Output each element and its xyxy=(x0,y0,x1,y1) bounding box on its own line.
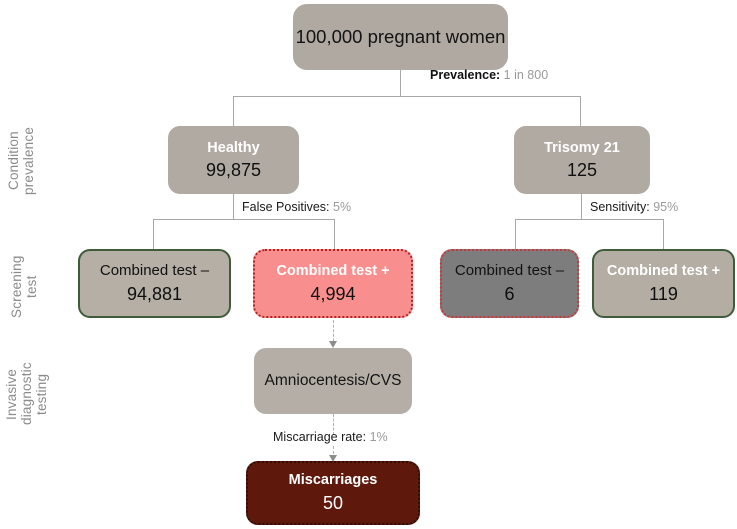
connector-to-fp-negative xyxy=(153,219,154,249)
connector-amnio-to-miscarriages-upper xyxy=(333,414,334,435)
node-trisomy21-test-negative-value: 6 xyxy=(504,284,515,304)
node-healthy-test-negative-value: 94,881 xyxy=(126,284,183,304)
node-trisomy21-value: 125 xyxy=(566,159,598,180)
node-trisomy21[interactable]: Trisomy 21 125 xyxy=(514,126,650,194)
stage-label-invasive-testing: Invasive diagnostic testing xyxy=(4,362,49,426)
connector-to-t21-positive xyxy=(663,219,664,249)
node-trisomy21-test-negative[interactable]: Combined test – 6 xyxy=(440,249,579,318)
node-trisomy21-test-positive[interactable]: Combined test + 119 xyxy=(592,249,735,318)
connector-healthy-stem xyxy=(233,194,234,220)
node-trisomy21-title: Trisomy 21 xyxy=(544,139,620,156)
node-healthy-title: Healthy xyxy=(207,139,260,156)
node-healthy-test-positive[interactable]: Combined test + 4,994 xyxy=(253,249,413,318)
node-healthy-test-positive-title: Combined test + xyxy=(276,262,390,279)
stage-label-screening-test: Screening test xyxy=(9,255,39,319)
connector-positive-to-amnio xyxy=(333,320,334,346)
node-miscarriages-value: 50 xyxy=(322,493,344,513)
edge-caption-false-positives-key: False Positives: xyxy=(242,200,330,214)
connector-trisomy21-stem xyxy=(581,194,582,220)
arrowhead-amnio-icon xyxy=(329,341,337,348)
node-trisomy21-test-positive-title: Combined test + xyxy=(606,262,721,279)
node-cohort-title: 100,000 pregnant women xyxy=(295,26,506,47)
node-healthy-value: 99,875 xyxy=(205,159,262,180)
node-miscarriages-title: Miscarriages xyxy=(288,472,378,488)
edge-caption-sensitivity-key: Sensitivity: xyxy=(590,200,650,214)
connector-amnio-to-miscarriages-lower xyxy=(333,446,334,459)
edge-caption-prevalence-value: 1 in 800 xyxy=(503,68,549,82)
edge-caption-miscarriage-rate-key: Miscarriage rate: xyxy=(273,430,367,444)
node-amniocentesis[interactable]: Amniocentesis/CVS xyxy=(254,348,412,414)
node-healthy[interactable]: Healthy 99,875 xyxy=(168,126,299,194)
connector-to-healthy xyxy=(233,96,234,126)
arrowhead-miscarriages-icon xyxy=(329,455,337,462)
edge-caption-prevalence-key: Prevalence: xyxy=(430,68,501,82)
node-amniocentesis-title: Amniocentesis/CVS xyxy=(264,372,402,389)
edge-caption-sensitivity-value: 95% xyxy=(653,200,679,214)
edge-caption-false-positives-value: 5% xyxy=(333,200,352,214)
edge-caption-prevalence: Prevalence: 1 in 800 xyxy=(430,68,548,82)
connector-to-t21-negative xyxy=(515,219,516,249)
edge-caption-miscarriage-rate: Miscarriage rate: 1% xyxy=(273,430,388,444)
connector-to-trisomy21 xyxy=(580,96,581,126)
node-healthy-test-negative-title: Combined test – xyxy=(99,262,210,279)
connector-trisomy21-bracket xyxy=(515,219,664,220)
edge-caption-sensitivity: Sensitivity: 95% xyxy=(590,200,678,214)
node-trisomy21-test-negative-title: Combined test – xyxy=(454,262,565,279)
edge-caption-false-positives: False Positives: 5% xyxy=(242,200,351,214)
edge-caption-miscarriage-rate-value: 1% xyxy=(369,430,388,444)
node-miscarriages[interactable]: Miscarriages 50 xyxy=(246,461,420,525)
connector-to-fp-positive xyxy=(334,219,335,249)
stage-label-condition-prevalence: Condition prevalence xyxy=(6,126,36,195)
node-healthy-test-positive-value: 4,994 xyxy=(310,283,356,304)
node-trisomy21-test-positive-value: 119 xyxy=(649,283,678,304)
connector-cohort-bracket xyxy=(233,96,580,97)
connector-cohort-stem xyxy=(400,70,401,97)
node-healthy-test-negative[interactable]: Combined test – 94,881 xyxy=(78,249,231,318)
node-cohort[interactable]: 100,000 pregnant women xyxy=(293,4,508,70)
connector-healthy-bracket xyxy=(153,219,335,220)
